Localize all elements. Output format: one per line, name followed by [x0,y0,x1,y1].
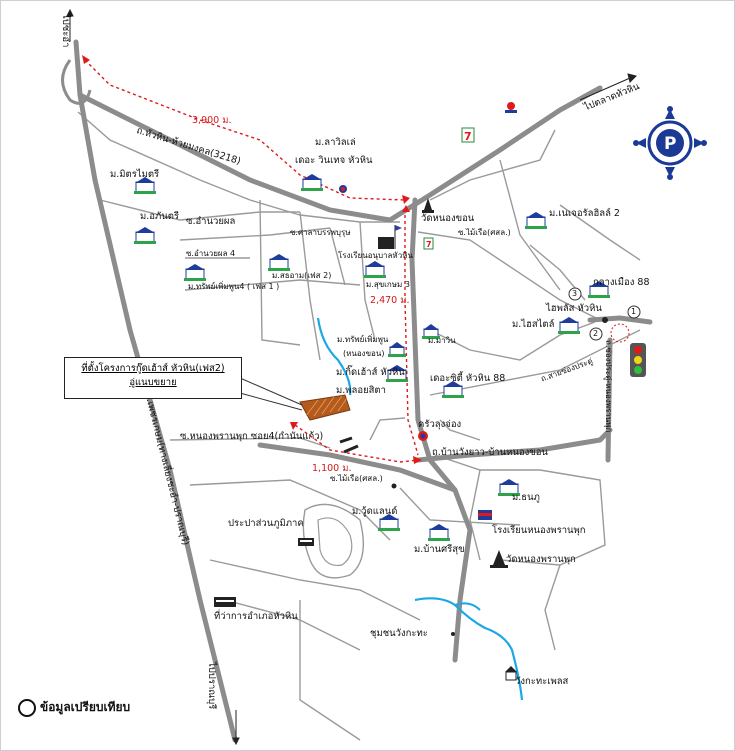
restaurant-icon-2 [418,431,428,441]
label-palace: วังกะทะเพลส [515,676,569,687]
label-klang-muang: กลางเมือง 88 [593,277,650,288]
svg-text:7: 7 [464,130,472,143]
marker-1-label: 1 [631,307,637,316]
label-school-nong: โรงเรียนหนองพรานพุก [492,525,586,536]
building-icon [298,538,314,546]
school-flag-icon [478,510,492,520]
temple-icon-2 [490,550,508,568]
label-soi-amnuay-phon-4: ซ.อำนวยผล 4 [186,249,236,258]
project-site-hatch [305,395,348,417]
legend: ข้อมูลเปรียบเทียบ [18,698,130,717]
traffic-light-icon [630,343,646,377]
marker-3-label: 3 [572,289,578,298]
main-roads [73,39,653,743]
legend-label: ข้อมูลเปรียบเทียบ [40,700,131,714]
label-distance-3: 1,100 ม. [312,463,352,474]
distance-routes [84,59,419,463]
label-ban-wang-yao-road: ถ.บ้านวังยาว-บ้านหนองขอน [432,447,548,458]
label-soi-sala: ซ.ศาลาบรรพบุรุษ [290,228,351,237]
stream-south [414,597,524,701]
district-office-icon [214,597,236,607]
callout-leader-2 [239,392,303,411]
seven-eleven-icon-2: 7 [423,237,434,250]
stream-branch [454,602,481,611]
label-district: ที่ว่าการอำเภอหัวหิน [214,611,298,622]
label-lavalle-vintage: เดอะ วินเทจ หัวหิน [295,155,373,166]
label-natural-hill: ม.เนเจอรัลฮิลล์ 2 [549,208,620,219]
junction-dot-2 [451,632,455,636]
label-soi-mai-rue-1: ซ.ไม้เรือ(ศสล.) [458,228,511,237]
label-wood-land: ม.วู้ดแลนด์ [352,506,398,517]
label-distance-2: 2,470 ม. [370,295,410,306]
label-wat-nong: วัดหนองพรานพุก [506,554,576,565]
label-sukkasem: ม.สุขเกษม 3 [366,280,410,289]
label-school: โรงเรียนอนุบาลหัวหิน [338,251,413,260]
direction-arrows [66,8,637,746]
junction-dot-3 [602,317,608,323]
label-phonlasit: ม.พลอยสิตา [336,385,386,396]
minor-roads [77,111,641,741]
compare-marker-3[interactable] [568,287,582,301]
callout-leader [239,377,303,406]
svg-text:P: P [664,134,676,154]
label-hi-plus: ไฮพลัส หัวหิน [546,303,602,314]
label-mitmaitri: ม.มิตรไมตรี [110,169,160,180]
label-aphantri: ม.อภันตรี [140,211,180,222]
label-thanapu: ม.ธนภู [512,492,540,503]
label-pradu-nong: ถ.ซ่องประดู่-หนองพรานพุก [604,340,613,433]
label-wat-nong-khon: วัดหนองขอน [421,213,475,224]
svg-text:7: 7 [426,240,432,249]
label-sathorn: ม.สธอาม(เฟส 2) [272,271,332,280]
label-to-cha-am: ไปชะอำ [60,14,71,48]
intersection-ring [610,323,630,343]
label-soi-amnuay-phon: ซ.อำนวยผล [186,216,236,227]
restaurant-icon [339,185,347,193]
label-ban-sri-suk: ม.บ้านศรีสุข [414,544,465,555]
reservoir-outline [302,503,364,579]
reservoir-inner [317,517,353,567]
bridge-icon [339,436,359,454]
label-sapsap: ม.ทรัพย์เพิ่มพูน4 ( เฟส 1 ) [188,282,280,291]
label-marin: ม.มาวิน [428,336,456,345]
label-lavalle: ม.ลาวิลเล่ [315,137,356,148]
label-park: ประปาส่วนภูมิภาค [228,518,304,529]
legend-ring-icon [18,698,36,717]
compass-icon: P [633,106,707,180]
temple-icon [422,198,434,213]
label-to-pranburi: ไปปราณบุรี [206,662,217,710]
label-soi-mai-rue-2: ซ.ไม้เรือ(ศสล.) [330,474,383,483]
project-callout: ที่ตั้งโครงการกู๊ดเฮ้าส์ หัวหิน(เฟส2) อู… [64,357,242,399]
interchange-loop [61,59,92,105]
palace-icon [505,666,517,681]
marker-2-label: 2 [593,329,599,338]
seven-eleven-icon: 7 [461,127,475,143]
compare-marker-2[interactable] [589,327,603,341]
label-sap-phoem: ม.ทรัพย์เพิ่มพูน [337,335,389,344]
callout-line-1: ที่ตั้งโครงการกู๊ดเฮ้าส์ หัวหิน(เฟส2) [81,363,225,374]
junction-dot [391,483,397,489]
school-icon [378,225,402,249]
label-community: ชุมชนวังกะทะ [370,628,428,639]
gas-station-icon [505,102,517,113]
label-krua-lung: ครัวลุงจ่อง [418,419,462,430]
callout-line-2: อู่แนบขยาย [129,376,177,388]
label-good-house: ม.กิ๊ดเฮ้าส์ หัวหิน [336,367,405,378]
label-soi-nong-phran: ซ.หนองพรานพุก ซอย4(กำนันแก้ว) [180,431,324,442]
route-arrows [82,55,422,464]
compare-marker-1[interactable] [627,305,641,319]
house-icons [134,174,610,541]
project-site-parcel [299,394,351,421]
label-the-city: เดอะซิตี้ หัวหิน 88 [430,373,506,384]
label-hi-style: ม.ไฮสไตล์ [512,319,555,330]
label-distance-1: 3,900 ม. [192,115,232,126]
label-nong-khon: (หนองขอน) [343,349,385,358]
stream-north [316,317,352,396]
